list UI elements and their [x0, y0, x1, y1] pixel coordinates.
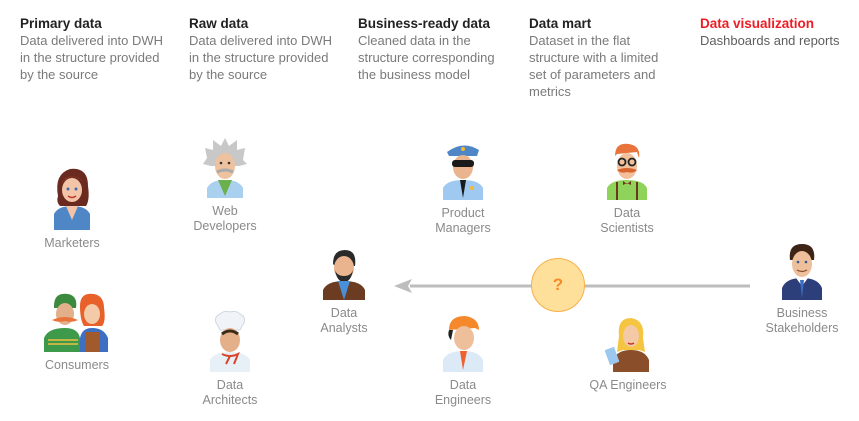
stage-title: Raw data: [189, 16, 249, 31]
question-mark: ?: [552, 275, 564, 294]
stage-description: Dataset in the flat structure with a lim…: [529, 33, 659, 99]
stage-data-mart: Data mart Dataset in the flat structure …: [517, 6, 687, 111]
stage-description: Cleaned data in the structure correspond…: [358, 33, 495, 82]
stage-business-ready-data: Business-ready data Cleaned data in the …: [346, 6, 516, 111]
persona-data-analysts: Data Analysts: [289, 248, 399, 336]
stage-description: Dashboards and reports: [700, 33, 840, 48]
stage-title: Business-ready data: [358, 16, 491, 31]
stage-title: Primary data: [20, 16, 102, 31]
persona-label: Business Stakeholders: [765, 306, 839, 335]
persona-label: Data Analysts: [320, 306, 368, 335]
pipeline-stages: Primary data Data delivered into DWH in …: [8, 6, 856, 112]
marketer-avatar-icon: [54, 168, 90, 230]
stage-description: Data delivered into DWH in the structure…: [189, 33, 333, 82]
persona-label: Web Developers: [193, 204, 257, 233]
persona-label: Consumers: [45, 358, 109, 372]
persona-label: Data Engineers: [434, 378, 492, 407]
persona-label: Data Architects: [202, 378, 258, 407]
persona-business-stakeholders: Business Stakeholders: [747, 242, 857, 336]
product-manager-avatar-icon: [443, 145, 483, 200]
persona-label: Product Managers: [435, 206, 491, 235]
persona-data-scientists: Data Scientists: [572, 140, 682, 236]
qa-engineer-avatar-icon: [604, 318, 649, 372]
persona-label: QA Engineers: [589, 378, 667, 392]
persona-data-engineers: Data Engineers: [408, 314, 518, 408]
stage-data-visualization: Data visualization Dashboards and report…: [688, 6, 854, 111]
business-stakeholder-avatar-icon: [782, 244, 822, 300]
persona-label: Marketers: [44, 236, 100, 250]
data-architect-avatar-icon: [210, 310, 250, 372]
data-engineer-avatar-icon: [443, 316, 483, 372]
question-badge: ?: [531, 258, 585, 312]
persona-data-architects: Data Architects: [175, 310, 285, 408]
persona-web-developers: Web Developers: [170, 138, 280, 234]
web-developer-avatar-icon: [203, 138, 247, 198]
persona-product-managers: Product Managers: [408, 140, 518, 236]
persona-label: Data Scientists: [600, 206, 654, 235]
data-analyst-avatar-icon: [323, 250, 365, 300]
stage-title: Data visualization: [700, 16, 815, 31]
stage-description: Data delivered into DWH in the structure…: [20, 33, 164, 82]
persona-qa-engineers: QA Engineers: [573, 316, 683, 393]
data-scientist-avatar-icon: [607, 143, 647, 200]
consumers-avatar-icon: [44, 293, 108, 352]
stage-raw-data: Raw data Data delivered into DWH in the …: [177, 6, 347, 111]
stage-primary-data: Primary data Data delivered into DWH in …: [8, 6, 176, 111]
stage-title: Data mart: [529, 16, 592, 31]
persona-consumers: Consumers: [22, 292, 132, 373]
persona-marketers: Marketers: [17, 166, 127, 251]
